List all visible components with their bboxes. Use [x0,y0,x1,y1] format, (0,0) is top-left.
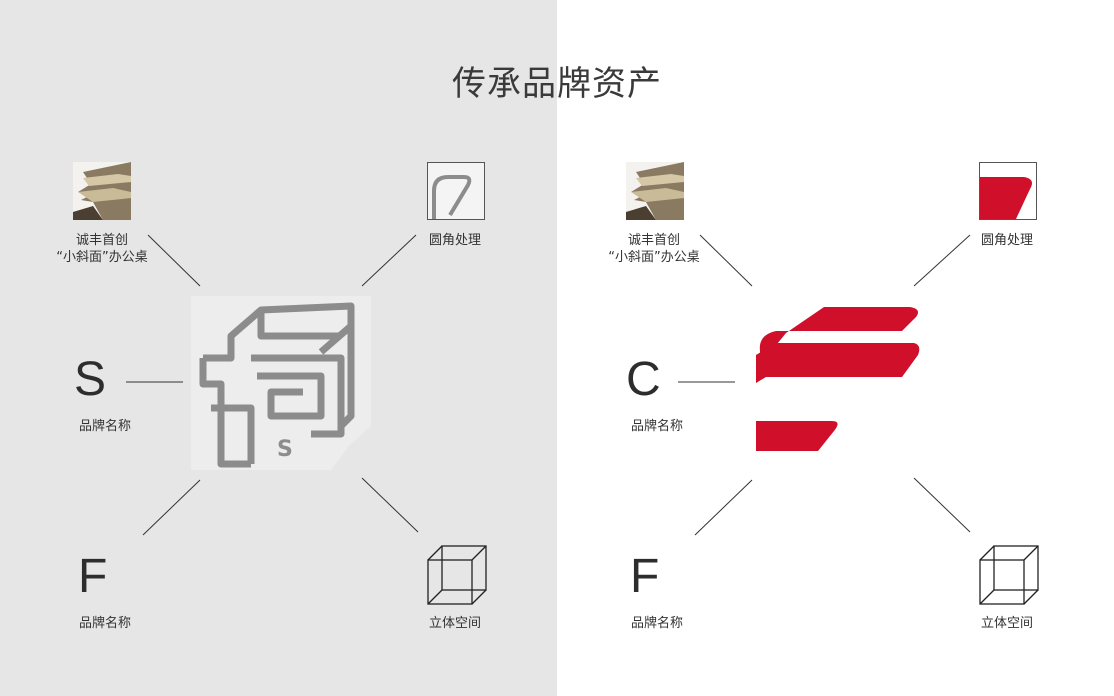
letter-c: C [626,353,661,406]
desk-label-line2: “小斜面”办公桌 [56,250,148,265]
letter-f-left: F [78,550,108,603]
desk-label-right-line2: “小斜面”办公桌 [608,250,700,265]
desk-label-line1: 诚丰首创 [75,233,128,248]
new-logo [752,305,922,459]
corner-label: 圆角处理 [428,233,481,248]
letter-f-right-label: 品牌名称 [630,616,683,631]
letter-s-label: 品牌名称 [78,419,131,434]
space-label: 立体空间 [428,616,481,631]
letter-f-right: F [630,550,660,603]
space-label-right: 立体空间 [980,616,1033,631]
cube-icon [427,545,487,609]
cube-icon-right [979,545,1039,609]
svg-text:S: S [277,437,293,462]
letter-c-label: 品牌名称 [630,419,683,434]
corner-label-right: 圆角处理 [980,233,1033,248]
desk-thumbnail-right [626,162,684,220]
rounded-corner-thumbnail [427,162,485,220]
desk-thumbnail [73,162,131,220]
desk-label-right-line1: 诚丰首创 [627,233,680,248]
letter-s: S [74,353,107,406]
letter-f-left-label: 品牌名称 [78,616,131,631]
rounded-corner-thumbnail-right [979,162,1037,220]
old-logo: S [191,296,371,470]
page-title: 传承品牌资产 [452,64,662,104]
